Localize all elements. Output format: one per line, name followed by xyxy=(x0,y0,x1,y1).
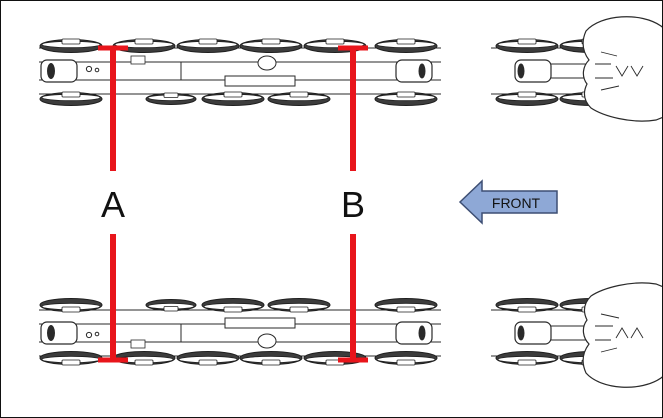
front-label: FRONT xyxy=(492,195,541,211)
bottom-skate-assembly xyxy=(39,299,441,366)
left-arrow-icon xyxy=(458,179,558,225)
bottom-hand-assembly xyxy=(491,283,662,387)
measure-line-a xyxy=(98,45,128,363)
label-a: A xyxy=(101,184,125,225)
label-b: B xyxy=(341,184,365,225)
top-hand-assembly xyxy=(491,17,662,121)
measure-line-b xyxy=(338,45,368,363)
